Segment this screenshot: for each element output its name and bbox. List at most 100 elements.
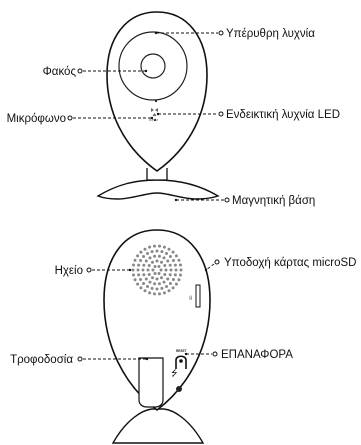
- speaker-hole: [158, 292, 161, 295]
- speaker-hole: [154, 272, 157, 275]
- speaker-hole: [165, 285, 168, 288]
- lens-ring: [141, 54, 165, 78]
- speaker-hole: [137, 264, 140, 267]
- speaker-hole: [145, 278, 148, 281]
- speaker-hole: [142, 255, 145, 258]
- speaker-hole: [153, 292, 156, 295]
- speaker-hole: [166, 278, 169, 281]
- mic-dot: [154, 119, 156, 121]
- speaker-hole: [153, 282, 156, 285]
- speaker-hole: [163, 281, 166, 284]
- speaker-hole: [132, 269, 135, 272]
- speaker-hole: [156, 260, 159, 263]
- back-base: [113, 409, 203, 443]
- speaker-hole: [169, 273, 172, 276]
- speaker-hole: [169, 264, 172, 267]
- speaker-hole: [139, 286, 142, 289]
- speaker-hole: [137, 273, 140, 276]
- speaker-hole: [158, 272, 161, 275]
- speaker-hole: [134, 259, 137, 262]
- speaker-hole: [152, 269, 155, 272]
- speaker-hole: [168, 248, 171, 251]
- speaker-hole: [180, 269, 183, 272]
- speaker-hole: [177, 259, 180, 262]
- label-sd-slot: Υποδοχή κάρτας microSD: [224, 257, 356, 269]
- label-speaker: Ηχείο: [55, 265, 83, 277]
- speaker-hole: [156, 250, 159, 253]
- speaker-hole: [179, 264, 182, 267]
- speaker-hole: [163, 256, 166, 259]
- speaker-hole: [160, 261, 163, 264]
- speaker-hole: [160, 250, 163, 253]
- speaker-hole: [175, 269, 178, 272]
- speaker-hole: [136, 254, 139, 257]
- speaker-hole: [169, 255, 172, 258]
- speaker-hole: [160, 276, 163, 279]
- speaker-hole: [153, 255, 156, 258]
- sd-mark: SD: [189, 295, 193, 300]
- speaker-hole: [151, 261, 154, 264]
- speaker-hole: [137, 269, 140, 272]
- speaker-hole: [154, 265, 157, 268]
- speaker-hole: [132, 264, 135, 267]
- speaker-hole: [165, 269, 168, 272]
- speaker-hole: [148, 273, 151, 276]
- speaker-hole: [139, 278, 142, 281]
- label-lens: Φακός: [43, 66, 77, 78]
- speaker-hole: [156, 278, 159, 281]
- speaker-hole: [160, 287, 163, 290]
- speaker-hole: [144, 248, 147, 251]
- speaker-hole: [172, 251, 175, 254]
- speaker-hole: [174, 273, 177, 276]
- speaker-hole: [158, 282, 161, 285]
- speaker-hole: [151, 250, 154, 253]
- speaker-hole: [163, 291, 166, 294]
- speaker-hole: [151, 276, 154, 279]
- front-base: [98, 180, 218, 199]
- speaker-hole: [163, 264, 166, 267]
- speaker-hole: [136, 283, 139, 286]
- speaker-hole: [172, 259, 175, 262]
- speaker-hole: [163, 273, 166, 276]
- speaker-hole: [158, 265, 161, 268]
- speaker-hole: [139, 251, 142, 254]
- speaker-hole: [160, 269, 163, 272]
- speaker-hole: [175, 254, 178, 257]
- sd-slot: [196, 285, 200, 307]
- speaker-hole: [142, 282, 145, 285]
- speaker-hole: [149, 281, 152, 284]
- label-power: Τροφοδοσία: [10, 354, 73, 366]
- speaker-hole: [132, 273, 135, 276]
- speaker-hole: [166, 260, 169, 263]
- back-view: ⭍ RESET SD Ηχείο Υποδοχή κάρτας microSD …: [10, 230, 356, 443]
- speaker-hole: [153, 245, 156, 248]
- speaker-hole: [142, 273, 145, 276]
- led-dot: [155, 100, 157, 102]
- speaker-hole: [146, 285, 149, 288]
- label-led: Ενδεικτική λυχνία LED: [226, 109, 340, 121]
- speaker-hole: [144, 289, 147, 292]
- speaker-hole: [175, 283, 178, 286]
- speaker-hole: [145, 260, 148, 263]
- speaker-hole: [172, 286, 175, 289]
- speaker-hole: [168, 289, 171, 292]
- speaker-hole: [172, 278, 175, 281]
- speaker-hole: [158, 245, 161, 248]
- speaker-hole: [142, 264, 145, 267]
- label-reset: ΕΠΑΝΑΦΟΡΑ: [221, 349, 293, 361]
- speaker-hole: [174, 264, 177, 267]
- speaker-hole: [163, 246, 166, 249]
- speaker-hole: [158, 255, 161, 258]
- speaker-hole: [134, 278, 137, 281]
- speaker-hole: [146, 252, 149, 255]
- speaker-hole: [139, 259, 142, 262]
- speaker-hole: [142, 269, 145, 272]
- speaker-hole: [156, 288, 159, 291]
- usb-icon: ⭍: [171, 369, 178, 378]
- speaker-hole: [147, 269, 150, 272]
- speaker-hole: [165, 252, 168, 255]
- speaker-hole: [179, 273, 182, 276]
- speaker-hole: [177, 278, 180, 281]
- label-base: Μαγνητική βάση: [232, 195, 315, 207]
